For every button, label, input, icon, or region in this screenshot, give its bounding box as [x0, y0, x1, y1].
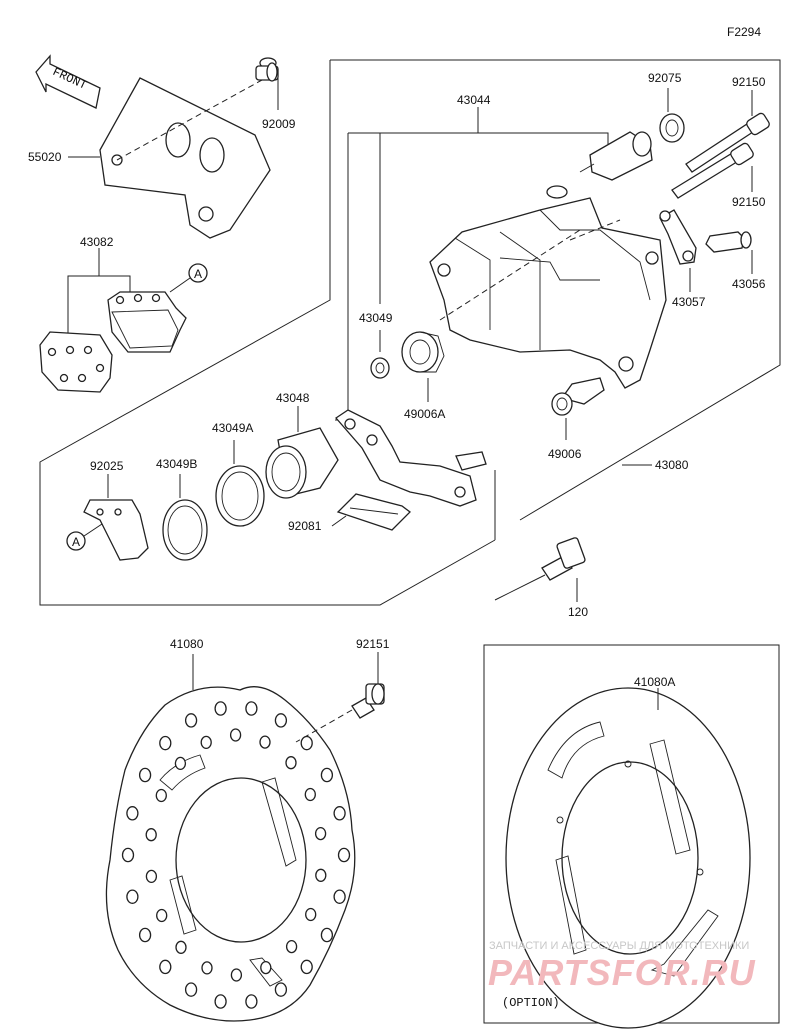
option-label: (OPTION) [502, 996, 560, 1010]
label-41080: 41080 [170, 637, 204, 651]
label-a-bottom: A [72, 535, 80, 549]
disc-hole [184, 713, 198, 728]
disc-hole [156, 908, 168, 923]
disc-hole [285, 756, 297, 770]
disc-hole [200, 735, 212, 750]
label-43049: 43049 [359, 311, 393, 325]
label-43082: 43082 [80, 235, 114, 249]
disc-hole [229, 728, 242, 742]
disc-hole [333, 806, 346, 821]
disc-hole [126, 889, 139, 904]
disc-hole [159, 735, 172, 751]
disc-hole [230, 968, 243, 982]
disc-hole [245, 994, 258, 1009]
disc-hole [259, 735, 271, 749]
brake-disc-41080 [105, 686, 356, 1022]
label-55020: 55020 [28, 150, 62, 164]
label-92151: 92151 [356, 637, 390, 651]
bolt-120 [541, 537, 586, 602]
disc-hole [175, 940, 187, 954]
pad-spring-92025 [83, 474, 149, 561]
label-49006: 49006 [548, 447, 582, 461]
disc-hole [315, 868, 327, 882]
disc-hole [300, 959, 313, 975]
label-41080a: 41080A [634, 675, 675, 689]
disc-hole [138, 927, 152, 943]
caliper-bracket-55020 [68, 77, 271, 239]
bolt-92009 [255, 57, 279, 110]
disc-hole [159, 959, 172, 975]
disc-hole [274, 982, 288, 997]
label-92081: 92081 [288, 519, 322, 533]
label-a-top: A [194, 267, 202, 281]
disc-hole [214, 994, 227, 1009]
label-92150-upper: 92150 [732, 75, 766, 89]
watermark-logo: PARTSFOR.RU [488, 952, 756, 993]
disc-hole [184, 982, 198, 997]
label-92025: 92025 [90, 459, 124, 473]
bolt-92151 [295, 652, 385, 743]
callout-a-bottom [66, 523, 103, 551]
washer-43049 [370, 357, 390, 379]
label-43044: 43044 [457, 93, 491, 107]
front-arrow-icon: FRONT [35, 54, 101, 109]
label-92075: 92075 [648, 71, 682, 85]
disc-hole [145, 828, 157, 842]
bleeder-valve-43056 [705, 231, 753, 274]
label-92150-lower: 92150 [732, 195, 766, 209]
disc-hole [333, 889, 346, 904]
disc-hole [155, 788, 167, 803]
caliper-body [429, 185, 667, 389]
label-43080: 43080 [655, 458, 689, 472]
disc-hole [320, 927, 334, 943]
brake-pad-rear [107, 291, 187, 353]
caliper-assembly-outline [39, 59, 781, 606]
disc-hole [274, 713, 288, 728]
label-43049a: 43049A [212, 421, 253, 435]
disc-hole [126, 806, 139, 821]
diagram-code: F2294 [727, 25, 761, 39]
disc-hole [245, 701, 258, 716]
label-92009: 92009 [262, 117, 296, 131]
disc-hole [320, 767, 334, 783]
disc-hole [305, 907, 317, 922]
brake-disc-41080a [505, 687, 751, 1029]
label-43056: 43056 [732, 277, 766, 291]
disc-holes [121, 701, 351, 1009]
disc-hole [138, 767, 152, 783]
disc-hole [201, 961, 213, 975]
disc-hole [314, 826, 327, 841]
disc-hole [174, 756, 187, 771]
watermark-caption: ЗАПЧАСТИ И АКСЕССУАРЫ ДЛЯ МОТОТЕХНИКИ [489, 940, 749, 952]
label-43049b: 43049B [156, 457, 197, 471]
slide-pin-92075 [579, 88, 685, 181]
seal-43049a [215, 440, 265, 527]
caliper-holder [335, 409, 487, 507]
disc-hole [214, 701, 227, 716]
disc-hole [337, 847, 351, 863]
pad-plate-92081 [331, 493, 411, 531]
pin-92150-upper [685, 90, 770, 173]
callout-a-top [169, 263, 208, 293]
boot-49006a [401, 331, 445, 402]
disc-hole [145, 869, 158, 884]
disc-hole [260, 960, 272, 975]
label-43048: 43048 [276, 391, 310, 405]
seal-43049b [162, 474, 208, 561]
disc-hole [304, 787, 316, 802]
label-49006a: 49006A [404, 407, 445, 421]
piston-43048 [265, 406, 339, 499]
brake-pad-front [39, 331, 113, 393]
label-120: 120 [568, 605, 588, 619]
link-43057 [659, 209, 697, 292]
label-43057: 43057 [672, 295, 706, 309]
disc-hole [300, 735, 313, 751]
disc-hole [121, 847, 135, 863]
pin-92150-lower [671, 142, 754, 199]
bolt-49006 [551, 377, 605, 440]
disc-hole [285, 939, 298, 954]
